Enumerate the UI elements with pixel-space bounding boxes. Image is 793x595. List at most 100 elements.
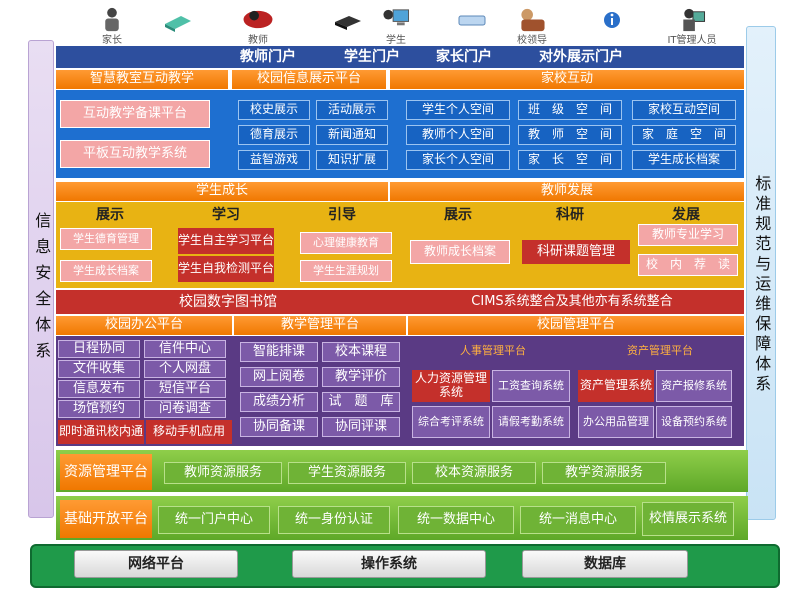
home-item[interactable]: 学生成长档案 xyxy=(632,150,736,170)
operating-system[interactable]: 操作系统 xyxy=(292,550,486,578)
student-icon xyxy=(383,9,410,26)
mobile-app[interactable]: 移动手机应用 xyxy=(146,420,232,444)
teacher-portal[interactable]: 教师门户 xyxy=(240,48,296,65)
hr-header: 人事管理平台 xyxy=(460,343,526,357)
digital-library[interactable]: 校园数字图书馆 xyxy=(56,290,400,314)
student-portal[interactable]: 学生门户 xyxy=(344,48,400,65)
office-item[interactable]: 短信平台 xyxy=(144,380,226,398)
asset-system[interactable]: 资产管理系统 xyxy=(578,370,654,402)
security-label: 信息安全体系 xyxy=(32,212,52,368)
base-service[interactable]: 校情展示系统 xyxy=(642,502,734,536)
it-admin-icon xyxy=(683,8,706,32)
home-item[interactable]: 家 庭 空 间 xyxy=(632,125,736,145)
instant-messaging[interactable]: 即时通讯校内通 xyxy=(58,420,144,444)
leave-attendance[interactable]: 请假考勤系统 xyxy=(492,406,570,438)
teaching-item[interactable]: 校本课程 xyxy=(322,342,400,362)
role-teacher: 教师 xyxy=(228,6,288,46)
public-portal[interactable]: 对外展示门户 xyxy=(539,48,623,65)
network-platform[interactable]: 网络平台 xyxy=(74,550,238,578)
home-item[interactable]: 家校互动空间 xyxy=(632,100,736,120)
resource-service[interactable]: 教师资源服务 xyxy=(164,462,282,484)
parent-portal[interactable]: 家长门户 xyxy=(436,48,492,65)
home-school-header: 家校互动 xyxy=(390,70,744,89)
role-label: IT管理人员 xyxy=(667,35,717,46)
office-item[interactable]: 信息发布 xyxy=(58,380,140,398)
home-item[interactable]: 家 长 空 间 xyxy=(518,150,622,170)
teacher-icon xyxy=(243,10,273,29)
hr-system[interactable]: 人力资源管理系统 xyxy=(412,370,490,402)
office-item[interactable]: 信件中心 xyxy=(144,340,226,358)
role-book xyxy=(148,6,208,46)
info-icon xyxy=(604,12,620,28)
office-item[interactable]: 日程协同 xyxy=(58,340,140,358)
teacher-growth-archive[interactable]: 教师成长档案 xyxy=(410,240,510,264)
teacher-col-title: 发展 xyxy=(672,206,700,223)
evaluation-system[interactable]: 综合考评系统 xyxy=(412,406,490,438)
office-item[interactable]: 问卷调查 xyxy=(144,400,226,418)
home-item[interactable]: 家长个人空间 xyxy=(406,150,510,170)
growth-col-title: 引导 xyxy=(328,206,356,223)
security-sidebar xyxy=(28,40,54,518)
campus-item[interactable]: 知识扩展 xyxy=(316,150,388,170)
campus-item[interactable]: 活动展示 xyxy=(316,100,388,120)
self-study-platform[interactable]: 学生自主学习平台 xyxy=(178,228,274,254)
role-student: 学生 xyxy=(366,6,426,46)
device-booking[interactable]: 设备预约系统 xyxy=(656,406,732,438)
teacher-col-title: 科研 xyxy=(556,206,584,223)
teaching-item[interactable]: 教学评价 xyxy=(322,367,400,387)
teaching-item[interactable]: 试 题 库 xyxy=(322,392,400,412)
base-service[interactable]: 统一门户中心 xyxy=(158,506,270,534)
teaching-item[interactable]: 协同备课 xyxy=(240,417,318,437)
campus-item[interactable]: 德育展示 xyxy=(238,125,310,145)
role-disk xyxy=(318,6,378,46)
salary-query[interactable]: 工资查询系统 xyxy=(492,370,570,402)
research-project-mgmt[interactable]: 科研课题管理 xyxy=(522,240,630,264)
office-supplies[interactable]: 办公用品管理 xyxy=(578,406,654,438)
teaching-header: 教学管理平台 xyxy=(234,316,406,335)
base-service[interactable]: 统一身份认证 xyxy=(278,506,390,534)
asset-repair[interactable]: 资产报修系统 xyxy=(656,370,732,402)
tablet-teaching-system[interactable]: 平板互动教学系统 xyxy=(60,140,210,168)
teaching-item[interactable]: 智能排课 xyxy=(240,342,318,362)
base-service[interactable]: 统一消息中心 xyxy=(520,506,636,534)
base-service[interactable]: 统一数据中心 xyxy=(398,506,514,534)
campus-management-header: 校园管理平台 xyxy=(408,316,744,335)
campus-item[interactable]: 新闻通知 xyxy=(316,125,388,145)
database[interactable]: 数据库 xyxy=(522,550,688,578)
home-item[interactable]: 教师个人空间 xyxy=(406,125,510,145)
campus-item[interactable]: 益智游戏 xyxy=(238,150,310,170)
campus-item[interactable]: 校史展示 xyxy=(238,100,310,120)
book-icon xyxy=(165,16,191,32)
career-planning[interactable]: 学生生涯规划 xyxy=(300,260,392,282)
home-item[interactable]: 学生个人空间 xyxy=(406,100,510,120)
resource-service[interactable]: 校本资源服务 xyxy=(412,462,536,484)
self-test-platform[interactable]: 学生自我检测平台 xyxy=(178,256,274,282)
home-item[interactable]: 教 师 空 间 xyxy=(518,125,622,145)
office-item[interactable]: 场馆预约 xyxy=(58,400,140,418)
teacher-development-header: 教师发展 xyxy=(390,182,744,201)
role-info xyxy=(582,6,642,46)
teaching-item[interactable]: 协同评课 xyxy=(322,417,400,437)
moral-education[interactable]: 学生德育管理 xyxy=(60,228,152,250)
mental-health[interactable]: 心理健康教育 xyxy=(300,232,392,254)
resource-service[interactable]: 学生资源服务 xyxy=(288,462,406,484)
cims-integration[interactable]: CIMS系统整合及其他亦有系统整合 xyxy=(400,290,744,314)
role-label: 校领导 xyxy=(517,35,547,46)
interactive-prep-platform[interactable]: 互动教学备课平台 xyxy=(60,100,210,128)
keyboard-icon xyxy=(458,15,486,26)
parent-icon xyxy=(105,7,119,32)
role-label: 学生 xyxy=(386,35,406,46)
growth-archive[interactable]: 学生成长档案 xyxy=(60,260,152,282)
teaching-item[interactable]: 成绩分析 xyxy=(240,392,318,412)
resource-service[interactable]: 教学资源服务 xyxy=(542,462,666,484)
office-item[interactable]: 文件收集 xyxy=(58,360,140,378)
teaching-item[interactable]: 网上阅卷 xyxy=(240,367,318,387)
portal-bar xyxy=(56,46,744,68)
home-item[interactable]: 班 级 空 间 xyxy=(518,100,622,120)
recommended-reading[interactable]: 校 内 荐 读 xyxy=(638,254,738,276)
role-parent: 家长 xyxy=(82,6,142,46)
role-label: 教师 xyxy=(248,35,268,46)
professional-learning[interactable]: 教师专业学习 xyxy=(638,224,738,246)
smart-classroom-header: 智慧教室互动教学 xyxy=(56,70,228,89)
office-item[interactable]: 个人网盘 xyxy=(144,360,226,378)
